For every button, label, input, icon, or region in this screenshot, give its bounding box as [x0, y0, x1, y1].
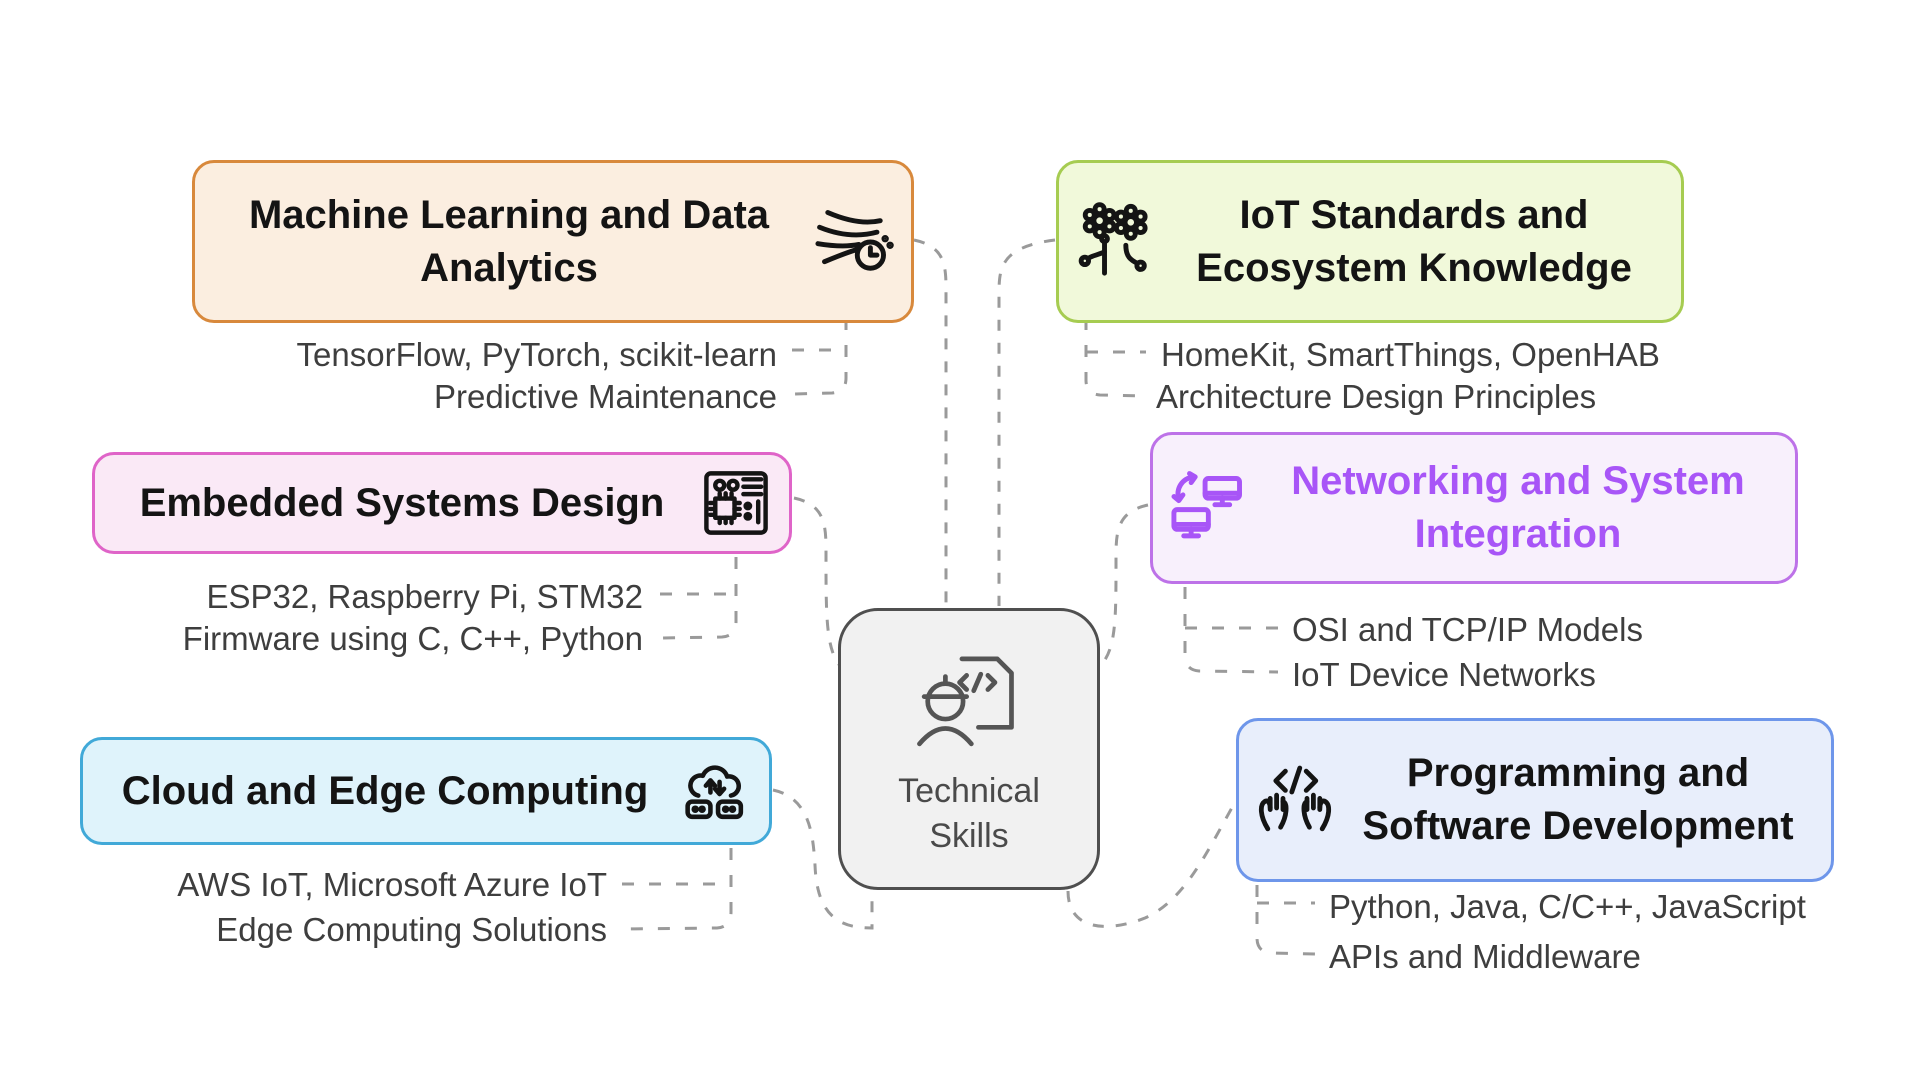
connector-ml-center [913, 238, 948, 606]
branch-cloud-edge: Cloud and Edge Computing [80, 737, 772, 845]
cloud-item-1: AWS IoT, Microsoft Azure IoT [177, 866, 607, 903]
branch-programming-software: Programming and Software Development [1236, 718, 1834, 882]
branch-networking-integration: Networking and System Integration [1150, 432, 1798, 584]
branch-iot-standards: IoT Standards and Ecosystem Knowledge [1056, 160, 1684, 323]
branch-machine-learning: Machine Learning and Data Analytics [192, 160, 914, 323]
programming-item-1: Python, Java, C/C++, JavaScript [1329, 888, 1806, 925]
branch-title: Machine Learning and Data Analytics [248, 192, 770, 290]
center-node-technical-skills: Technical Skills [838, 608, 1100, 890]
center-label-line1: Technical [898, 772, 1040, 811]
ml-item-1: TensorFlow, PyTorch, scikit-learn [296, 336, 777, 373]
cloud-item-2: Edge Computing Solutions [216, 911, 607, 948]
center-label-line2: Skills [929, 816, 1009, 855]
connector-cloud-items [622, 848, 733, 931]
two-flowers-ecosystem-icon [1075, 201, 1157, 283]
connector-iot-items [1084, 318, 1146, 398]
connector-iot-center [997, 238, 1056, 606]
branch-title: Cloud and Edge Computing [121, 768, 649, 813]
embedded-item-1: ESP32, Raspberry Pi, STM32 [206, 578, 643, 615]
connector-networking-center [1096, 503, 1149, 670]
ml-item-2: Predictive Maintenance [433, 378, 777, 415]
branch-embedded-systems: Embedded Systems Design [92, 452, 792, 554]
engineer-with-code-document-icon [910, 640, 1028, 763]
networking-item-1: OSI and TCP/IP Models [1292, 611, 1643, 648]
hands-holding-code-icon [1255, 760, 1335, 840]
branch-title: Programming and Software Development [1362, 751, 1794, 848]
connector-programming-items [1255, 885, 1316, 956]
connected-computers-sync-icon [1169, 467, 1251, 549]
airflow-with-clock-icon [813, 201, 895, 283]
programming-item-2: APIs and Middleware [1329, 938, 1641, 975]
iot-item-1: HomeKit, SmartThings, OpenHAB [1161, 336, 1660, 373]
connector-ml-items [792, 318, 848, 396]
embedded-item-2: Firmware using C, C++, Python [182, 620, 643, 657]
connector-embedded-items [660, 557, 738, 640]
connector-embedded-center [793, 496, 844, 670]
branch-title: IoT Standards and Ecosystem Knowledge [1196, 192, 1632, 290]
branch-title: Embedded Systems Design [139, 480, 665, 525]
branch-title: Networking and System Integration [1291, 459, 1745, 556]
cloud-sync-edge-devices-icon [677, 753, 753, 829]
circuit-board-icon [699, 466, 773, 540]
connector-networking-items [1183, 587, 1279, 674]
networking-item-2: IoT Device Networks [1292, 656, 1596, 693]
iot-item-2: Architecture Design Principles [1156, 378, 1597, 415]
